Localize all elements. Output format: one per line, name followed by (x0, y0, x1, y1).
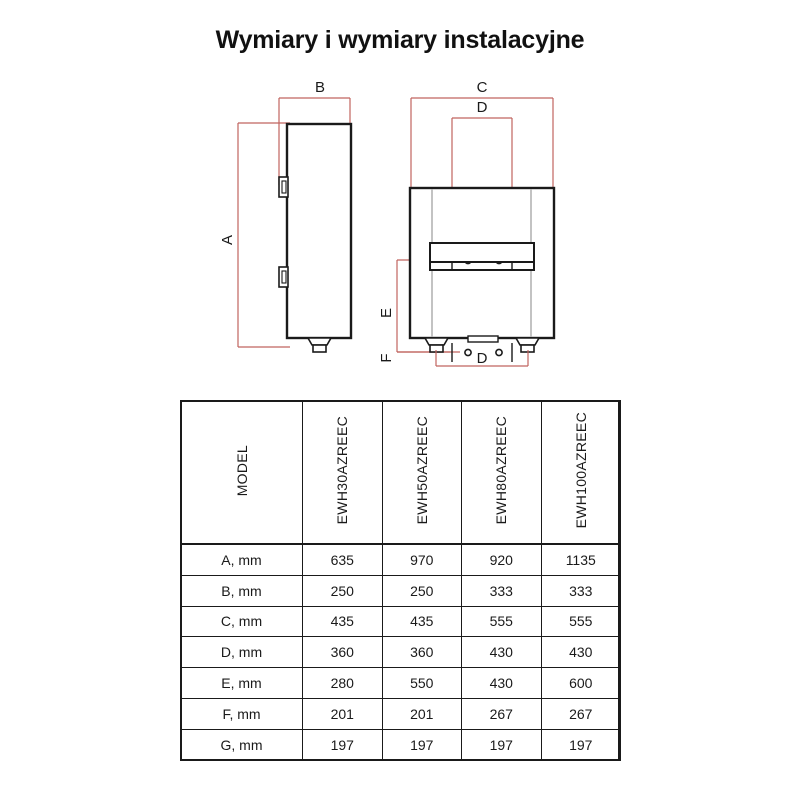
label-e-front: E (378, 308, 395, 318)
side-view-group: B A (219, 79, 353, 353)
header-cell-model-2: EWH50AZREEC (381, 400, 462, 545)
dimension-a-side (237, 122, 290, 348)
label-a-side: A (219, 235, 236, 245)
header-cell-model-3: EWH80AZREEC (461, 400, 542, 545)
dimension-c-front (410, 97, 554, 188)
row-value: 197 (302, 728, 383, 761)
row-value: 197 (381, 728, 462, 761)
technical-drawing: B A (0, 70, 800, 380)
dimensions-table-container: MODEL EWH30AZREEC EWH50AZREEC EWH80AZREE… (180, 400, 621, 761)
row-value: 267 (540, 697, 621, 730)
front-view-center-tab (467, 335, 499, 343)
row-value: 197 (540, 728, 621, 761)
page-title: Wymiary i wymiary instalacyjne (215, 26, 585, 54)
row-value: 360 (302, 636, 383, 669)
dimension-drawing-svg: B A (219, 79, 556, 367)
row-value: 555 (540, 605, 621, 638)
mounting-bracket-lower (429, 242, 535, 362)
row-label: B, mm (180, 574, 303, 607)
row-value: 280 (302, 667, 383, 699)
row-label: D, mm (180, 636, 303, 669)
label-f-front: F (378, 353, 395, 362)
row-label: C, mm (180, 605, 303, 638)
row-value: 201 (381, 697, 462, 730)
table-row: G, mm 197 197 197 197 (180, 728, 621, 761)
header-cell-model: MODEL (180, 400, 303, 545)
row-value: 250 (302, 574, 383, 607)
row-value: 1135 (540, 543, 621, 576)
row-value: 435 (302, 605, 383, 638)
row-label: A, mm (180, 543, 303, 576)
side-view-foot (306, 337, 333, 353)
row-value: 250 (381, 574, 462, 607)
dimension-b-side (278, 97, 351, 185)
row-value: 635 (302, 543, 383, 576)
side-view-body (285, 122, 353, 340)
front-view-foot-right (514, 337, 541, 353)
row-label: E, mm (180, 667, 303, 699)
row-value: 430 (461, 636, 542, 669)
table-row: A, mm 635 970 920 1135 (180, 543, 621, 576)
row-value: 435 (381, 605, 462, 638)
row-value: 600 (540, 667, 621, 699)
side-connector-upper (278, 176, 289, 198)
row-label: F, mm (180, 697, 303, 730)
row-value: 970 (381, 543, 462, 576)
row-value: 333 (540, 574, 621, 607)
row-value: 360 (381, 636, 462, 669)
dimensions-table: MODEL EWH30AZREEC EWH50AZREEC EWH80AZREE… (180, 400, 621, 761)
front-view-group: C D E F D (378, 79, 556, 367)
front-view-foot-left (423, 337, 450, 353)
row-value: 333 (461, 574, 542, 607)
table-row: E, mm 280 550 430 600 (180, 667, 621, 699)
label-b-side: B (315, 79, 325, 96)
row-label: G, mm (180, 728, 303, 761)
row-value: 920 (461, 543, 542, 576)
label-c-front: C (477, 79, 488, 96)
table-header-row: MODEL EWH30AZREEC EWH50AZREEC EWH80AZREE… (180, 400, 621, 545)
header-cell-model-4: EWH100AZREEC (540, 400, 621, 545)
row-value: 201 (302, 697, 383, 730)
table-row: F, mm 201 201 267 267 (180, 697, 621, 730)
header-cell-model-1: EWH30AZREEC (302, 400, 383, 545)
row-value: 267 (461, 697, 542, 730)
table-row: D, mm 360 360 430 430 (180, 636, 621, 669)
row-value: 555 (461, 605, 542, 638)
row-value: 430 (461, 667, 542, 699)
label-d-top-front: D (477, 99, 488, 116)
table-row: C, mm 435 435 555 555 (180, 605, 621, 638)
row-value: 550 (381, 667, 462, 699)
dimension-d-bottom-front (435, 350, 529, 367)
label-d-bottom-front: D (477, 350, 488, 367)
side-connector-lower (278, 266, 289, 288)
table-row: B, mm 250 250 333 333 (180, 574, 621, 607)
row-value: 430 (540, 636, 621, 669)
row-value: 197 (461, 728, 542, 761)
